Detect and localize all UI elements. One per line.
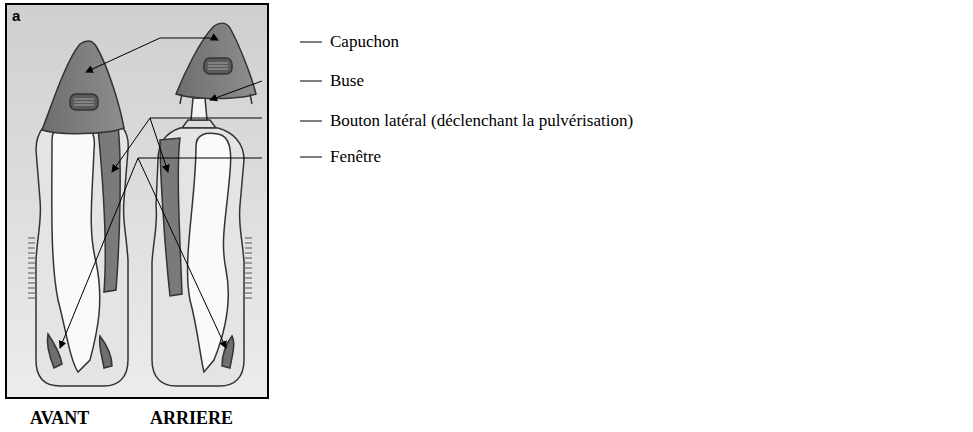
grip-ridges <box>245 238 252 298</box>
part-label: Capuchon <box>330 32 399 52</box>
back-device <box>152 23 256 386</box>
view-label: AVANT <box>30 408 89 428</box>
part-label: Buse <box>330 71 364 91</box>
front-device <box>36 41 128 386</box>
frame <box>6 4 268 398</box>
view-label: ARRIERE <box>150 408 233 428</box>
part-label: Bouton latéral (déclenchant la pulvérisa… <box>330 111 633 131</box>
grip-ridges <box>28 238 35 298</box>
leader-lines <box>60 38 322 348</box>
part-label: Fenêtre <box>330 147 381 167</box>
panel-letter: a <box>12 6 20 26</box>
